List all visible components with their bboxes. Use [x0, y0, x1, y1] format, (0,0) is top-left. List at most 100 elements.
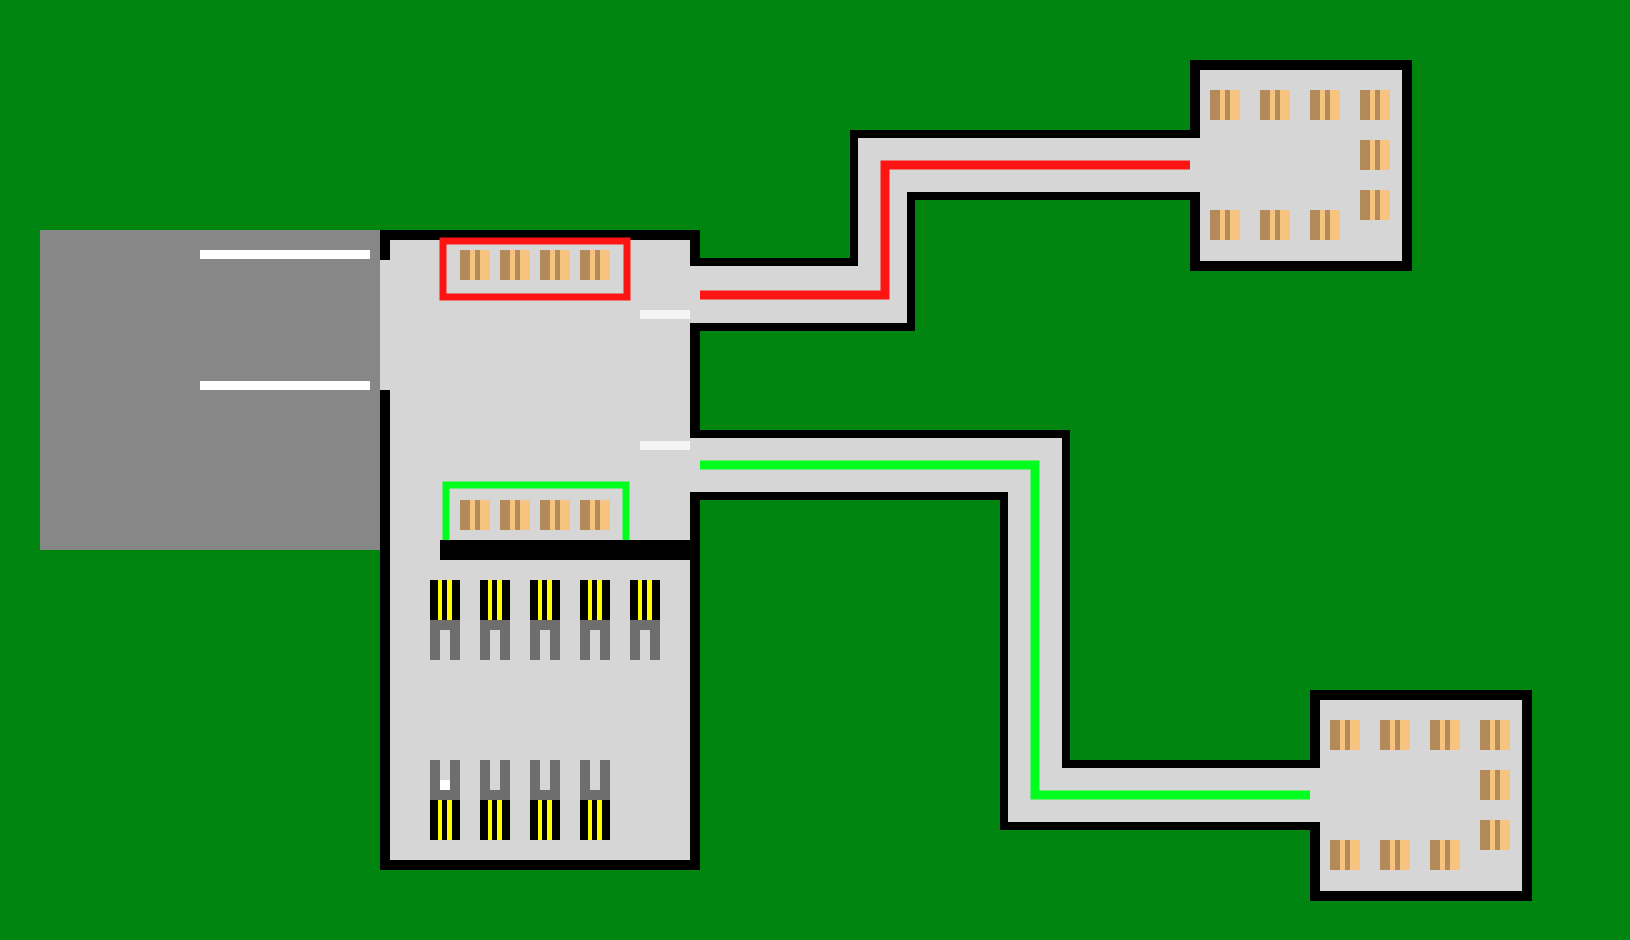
switch-icon[interactable]: [580, 760, 610, 840]
peg-stripe: [1210, 90, 1220, 120]
upper-corridor-floor: [690, 138, 1200, 323]
peg-icon[interactable]: [500, 250, 530, 280]
switch-bracket: [580, 620, 610, 630]
peg-stripe: [1375, 190, 1380, 220]
peg-icon[interactable]: [1260, 210, 1290, 240]
peg-stripe: [1480, 770, 1490, 800]
peg-icon[interactable]: [540, 250, 570, 280]
peg-icon[interactable]: [460, 500, 490, 530]
peg-stripe: [540, 500, 550, 530]
peg-stripe: [1310, 210, 1320, 240]
switch-icon[interactable]: [530, 760, 560, 840]
peg-stripe: [515, 250, 520, 280]
peg-icon[interactable]: [500, 500, 530, 530]
peg-stripe: [1225, 90, 1230, 120]
peg-icon[interactable]: [1380, 720, 1410, 750]
peg-icon[interactable]: [1210, 90, 1240, 120]
main-room-lower-doorway: [690, 438, 702, 492]
switch-leg: [580, 620, 590, 660]
green-slot[interactable]: [442, 481, 630, 540]
peg-stripe: [515, 500, 520, 530]
peg-stripe: [1260, 90, 1270, 120]
peg-icon[interactable]: [1360, 90, 1390, 120]
peg-stripe: [1360, 90, 1370, 120]
peg-icon[interactable]: [1360, 190, 1390, 220]
peg-stripe: [460, 250, 470, 280]
peg-stripe: [1260, 210, 1270, 240]
peg-icon[interactable]: [1310, 90, 1340, 120]
switch-bracket: [580, 790, 610, 800]
peg-stripe: [1495, 720, 1500, 750]
switch-leg: [530, 760, 540, 800]
peg-stripe: [1480, 820, 1490, 850]
switch-icon[interactable]: [480, 580, 510, 660]
peg-icon[interactable]: [540, 500, 570, 530]
peg-stripe: [580, 500, 590, 530]
peg-icon[interactable]: [1360, 140, 1390, 170]
peg-icon[interactable]: [1480, 820, 1510, 850]
peg-icon[interactable]: [1210, 210, 1240, 240]
switch-leg: [600, 620, 610, 660]
peg-icon[interactable]: [1380, 840, 1410, 870]
peg-stripe: [1495, 770, 1500, 800]
switch-area-divider: [440, 540, 700, 560]
peg-stripe: [1495, 820, 1500, 850]
peg-icon[interactable]: [1480, 770, 1510, 800]
peg-icon[interactable]: [1480, 720, 1510, 750]
peg-icon[interactable]: [1310, 210, 1340, 240]
peg-stripe: [1380, 720, 1390, 750]
peg-icon[interactable]: [1430, 720, 1460, 750]
peg-stripe: [1375, 90, 1380, 120]
switch-slot: [592, 800, 597, 840]
peg-icon[interactable]: [460, 250, 490, 280]
switch-leg: [430, 620, 440, 660]
switch-bracket: [480, 790, 510, 800]
switch-icon[interactable]: [430, 760, 460, 840]
switch-icon[interactable]: [580, 580, 610, 660]
switch-slot: [542, 800, 547, 840]
left-corridor: [40, 230, 383, 550]
peg-stripe: [595, 250, 600, 280]
peg-stripe: [1360, 190, 1370, 220]
switch-icon[interactable]: [430, 580, 460, 660]
switch-leg: [450, 620, 460, 660]
switch-slot: [442, 580, 447, 620]
peg-stripe: [1310, 90, 1320, 120]
lower-corridor-wall: [690, 430, 1320, 830]
peg-stripe: [540, 250, 550, 280]
peg-icon[interactable]: [580, 500, 610, 530]
peg-stripe: [1275, 90, 1280, 120]
switch-icon[interactable]: [530, 580, 560, 660]
peg-stripe: [500, 250, 510, 280]
switch-bracket: [430, 620, 460, 630]
switch-icon[interactable]: [630, 580, 660, 660]
peg-stripe: [1345, 720, 1350, 750]
peg-stripe: [500, 500, 510, 530]
peg-stripe: [555, 500, 560, 530]
peg-stripe: [1395, 720, 1400, 750]
peg-icon[interactable]: [1330, 840, 1360, 870]
peg-stripe: [1445, 840, 1450, 870]
peg-icon[interactable]: [1260, 90, 1290, 120]
peg-icon[interactable]: [580, 250, 610, 280]
red-wire: [700, 160, 1190, 300]
lower-door-marker: [640, 441, 690, 450]
switch-leg: [450, 760, 460, 800]
peg-icon[interactable]: [1330, 720, 1360, 750]
peg-stripe: [1430, 720, 1440, 750]
lower-room-doorway: [1310, 768, 1322, 822]
switch-leg: [430, 760, 440, 800]
peg-stripe: [1330, 840, 1340, 870]
switch-bracket: [430, 790, 460, 800]
pegs-layer: [460, 90, 1510, 870]
switch-icon[interactable]: [480, 760, 510, 840]
peg-stripe: [555, 250, 560, 280]
peg-stripe: [580, 250, 590, 280]
peg-stripe: [1375, 140, 1380, 170]
switch-slot: [492, 800, 497, 840]
switch-indicator: [440, 780, 450, 790]
main-room-left-doorway: [380, 260, 390, 390]
switch-bracket: [530, 620, 560, 630]
peg-icon[interactable]: [1430, 840, 1460, 870]
red-slot[interactable]: [439, 237, 631, 301]
